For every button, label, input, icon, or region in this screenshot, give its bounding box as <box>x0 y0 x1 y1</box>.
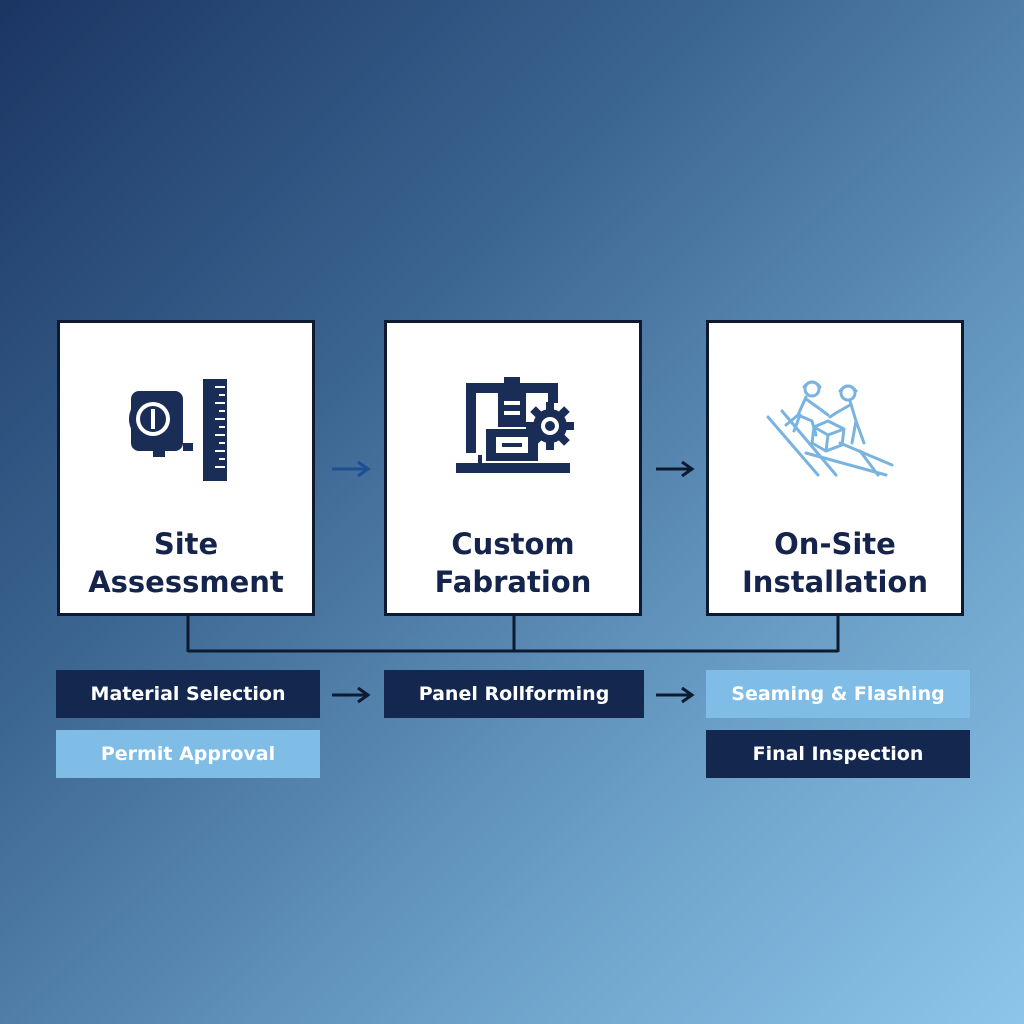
substep-label: Material Selection <box>90 683 286 705</box>
substep-permit-approval: Permit Approval <box>56 730 320 778</box>
step-title: Custom Fabration <box>387 525 639 601</box>
roof-workers-icon <box>766 380 894 477</box>
arrow-rollforming-to-seaming <box>656 686 695 704</box>
step-card-custom-fabrication: Custom Fabration <box>384 320 642 616</box>
arrow-material-to-rollforming <box>332 686 371 704</box>
step-title-line2: Fabration <box>434 565 592 599</box>
tape-measure-ruler-icon <box>129 379 227 481</box>
substep-label: Panel Rollforming <box>418 683 610 705</box>
step-title-line2: Installation <box>742 565 928 599</box>
step-title-line2: Assessment <box>88 565 284 599</box>
fabrication-machine-gear-icon <box>456 377 574 473</box>
substep-label: Final Inspection <box>752 743 924 765</box>
step-title: Site Assessment <box>60 525 312 601</box>
step-title-line1: On-Site <box>774 527 896 561</box>
substep-label: Permit Approval <box>100 743 276 765</box>
substep-label: Seaming & Flashing <box>731 683 945 705</box>
step-title-line1: Site <box>153 527 219 561</box>
step-card-site-assessment: Site Assessment <box>57 320 315 616</box>
arrow-step1-to-step2 <box>332 460 371 478</box>
substep-panel-rollforming: Panel Rollforming <box>384 670 644 718</box>
step-title: On-Site Installation <box>709 525 961 601</box>
step-title-line1: Custom <box>451 527 575 561</box>
arrow-step2-to-step3 <box>656 460 695 478</box>
step-card-on-site-installation: On-Site Installation <box>706 320 964 616</box>
substep-final-inspection: Final Inspection <box>706 730 970 778</box>
substep-material-selection: Material Selection <box>56 670 320 718</box>
substep-seaming-flashing: Seaming & Flashing <box>706 670 970 718</box>
cards-bracket <box>186 616 840 653</box>
